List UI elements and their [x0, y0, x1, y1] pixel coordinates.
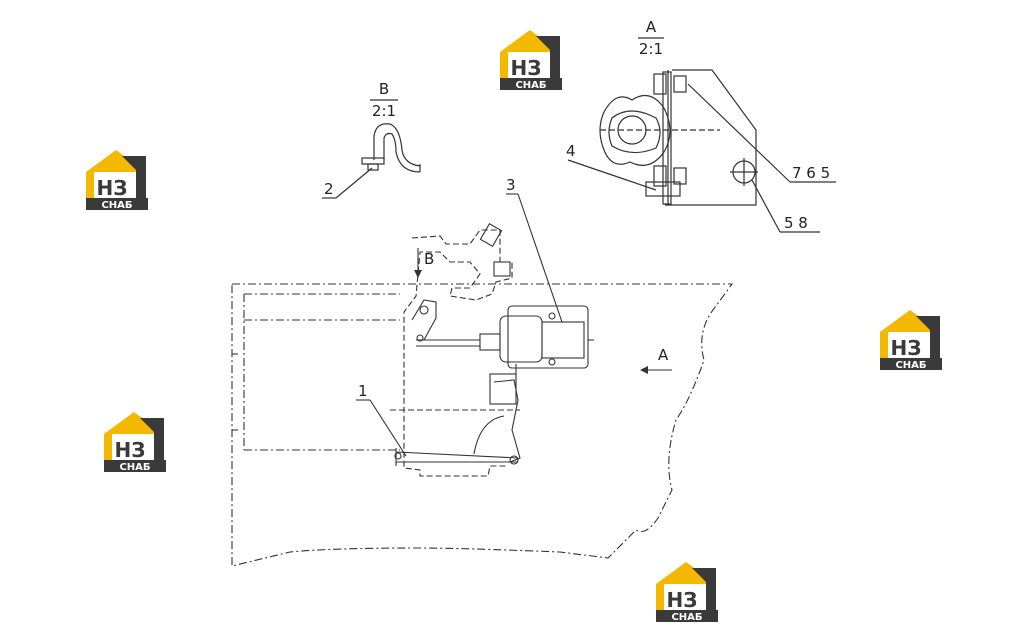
- main-assembly-view: 1 3 В А: [231, 176, 734, 567]
- main-b-marker: В: [424, 250, 434, 268]
- main-a-marker: А: [658, 346, 669, 364]
- svg-text:НЗ: НЗ: [511, 56, 542, 80]
- view-b-letter: В: [379, 80, 389, 98]
- callout-part-2: 2: [324, 180, 334, 198]
- svg-text:СНАБ: СНАБ: [515, 80, 546, 91]
- callout-part-3: 3: [506, 176, 516, 194]
- svg-text:НЗ: НЗ: [667, 588, 698, 612]
- watermark-logo: НЗ СНАБ: [656, 562, 718, 623]
- svg-text:СНАБ: СНАБ: [895, 360, 926, 371]
- watermark-logo: НЗ СНАБ: [86, 150, 148, 211]
- callout-parts-58: 5 8: [784, 214, 808, 232]
- svg-text:СНАБ: СНАБ: [671, 612, 702, 623]
- view-a-scale: 2:1: [639, 40, 663, 58]
- callout-part-1: 1: [358, 382, 368, 400]
- detail-view-a: А 2:1 7 6 5 5 8 4: [566, 18, 836, 233]
- callout-parts-765: 7 6 5: [792, 164, 830, 182]
- callout-part-4: 4: [566, 142, 576, 160]
- detail-view-b: В 2:1 2: [322, 80, 421, 199]
- svg-text:НЗ: НЗ: [97, 176, 128, 200]
- svg-text:СНАБ: СНАБ: [119, 462, 150, 473]
- watermark-logo: НЗ СНАБ: [104, 412, 166, 473]
- svg-text:НЗ: НЗ: [891, 336, 922, 360]
- svg-text:СНАБ: СНАБ: [101, 200, 132, 211]
- svg-text:НЗ: НЗ: [115, 438, 146, 462]
- watermark-logo: НЗ СНАБ: [500, 30, 562, 91]
- view-a-letter: А: [646, 18, 657, 36]
- watermark-logo: НЗ СНАБ: [880, 310, 942, 371]
- view-b-scale: 2:1: [372, 102, 396, 120]
